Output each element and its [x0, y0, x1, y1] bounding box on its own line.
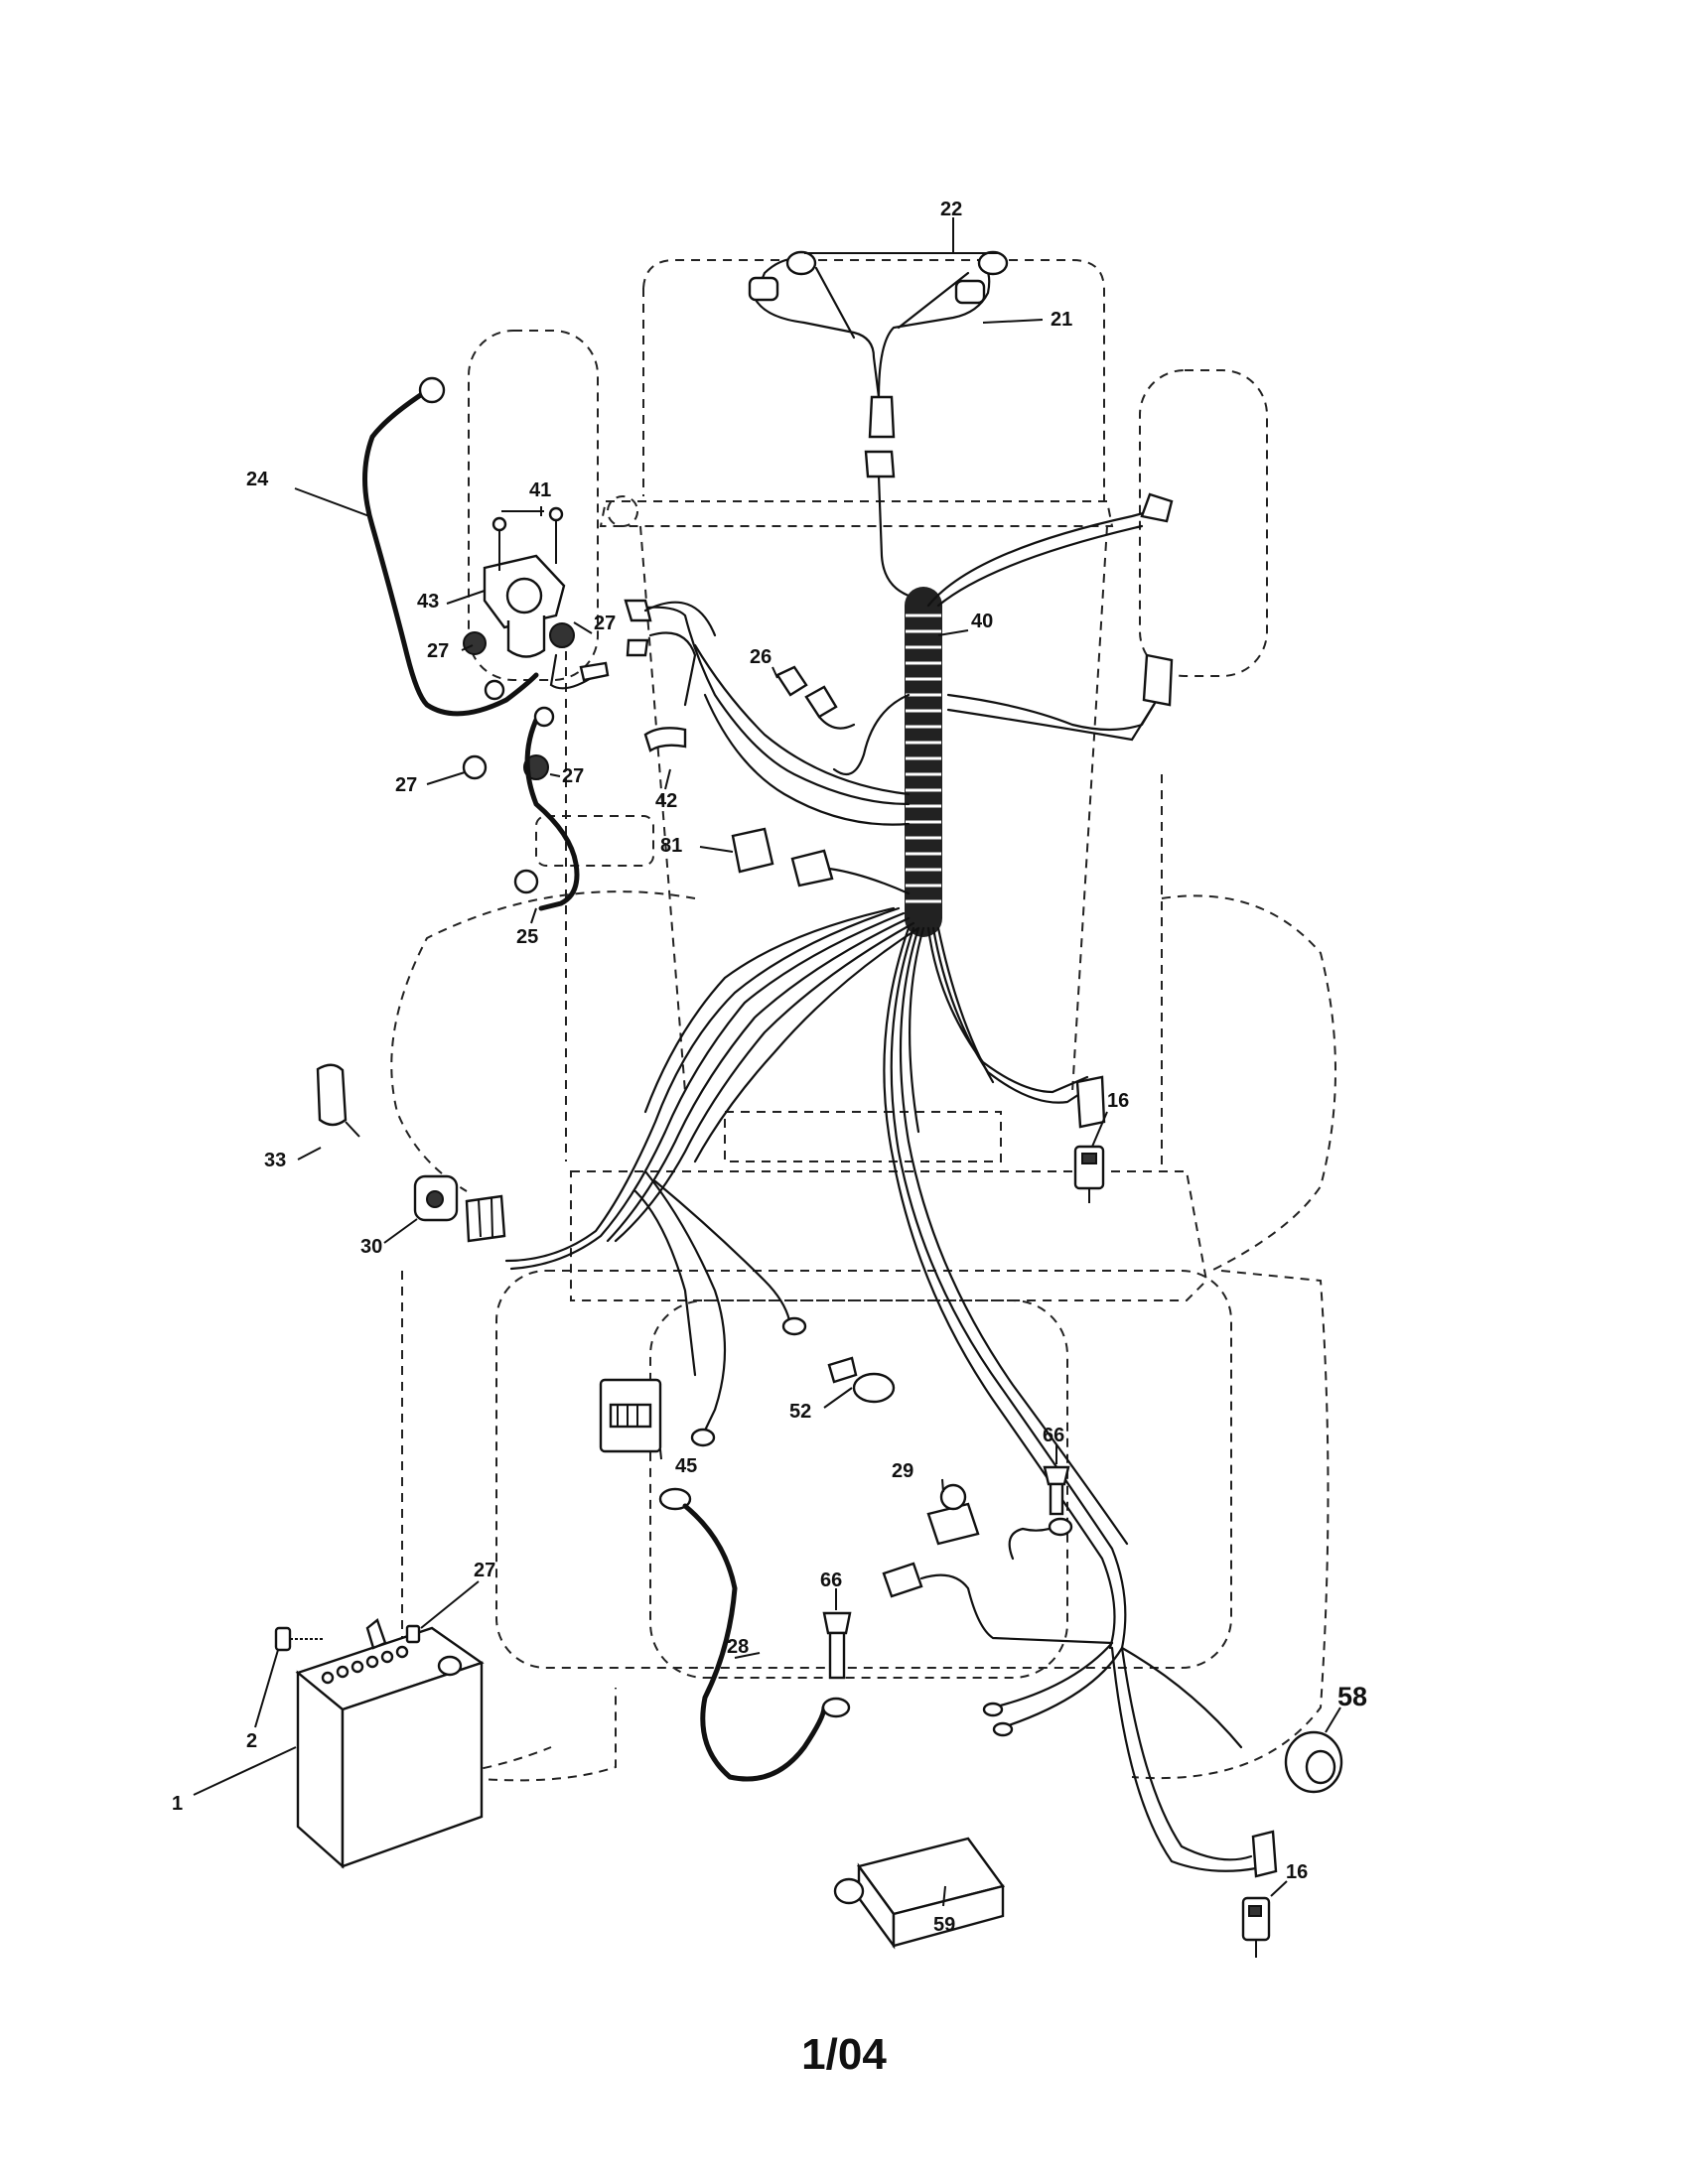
callout-30: 30 — [360, 1236, 382, 1258]
connector-26 — [775, 665, 856, 730]
callout-16-lower: 16 — [1286, 1861, 1308, 1883]
callout-28: 28 — [727, 1636, 749, 1658]
callout-40: 40 — [971, 611, 993, 632]
fuse-52 — [827, 1356, 896, 1404]
module-45 — [599, 1378, 662, 1453]
callout-66-left: 66 — [820, 1570, 842, 1591]
coiled-cord — [882, 1562, 1243, 1749]
headlight-bulb-left — [748, 250, 817, 302]
callout-1: 1 — [172, 1793, 183, 1815]
callout-21: 21 — [1051, 309, 1072, 331]
lower-harness — [504, 906, 1129, 1650]
callout-27-c: 27 — [395, 774, 417, 796]
ring-terminals — [690, 1316, 807, 1447]
harness-coil — [905, 587, 942, 937]
harness-clip-42 — [643, 727, 687, 752]
callout-27-b: 27 — [427, 640, 449, 662]
battery-bolt-2 — [274, 1626, 323, 1652]
ignition-switch-30 — [413, 1174, 506, 1243]
callout-26: 26 — [750, 646, 772, 668]
bolt-66-right — [1008, 1465, 1073, 1561]
callout-27-e: 27 — [474, 1560, 495, 1581]
ground-cable-28 — [658, 1487, 851, 1782]
switch-16-lower — [1110, 1646, 1278, 1958]
headlight-harness — [753, 257, 991, 598]
page-number: 1/04 — [801, 2030, 887, 2079]
callout-leaders — [193, 217, 1341, 1907]
callout-52: 52 — [789, 1401, 811, 1423]
callout-41: 41 — [529, 479, 551, 501]
callout-27-d: 27 — [562, 765, 584, 787]
callout-43: 43 — [417, 591, 439, 613]
callout-66-right: 66 — [1043, 1425, 1064, 1446]
callout-22: 22 — [940, 199, 962, 220]
battery-1 — [295, 1618, 485, 1869]
solenoid-bolts — [491, 506, 564, 571]
callout-58: 58 — [1337, 1682, 1367, 1711]
callout-59: 59 — [933, 1914, 955, 1936]
solenoid — [483, 554, 575, 658]
headlight-bulb-right — [954, 250, 1009, 305]
callout-24: 24 — [246, 469, 269, 490]
hex-nuts — [462, 631, 549, 780]
bolt-66-left — [822, 1611, 852, 1680]
ground-cable-24 — [362, 376, 539, 717]
callout-25: 25 — [516, 926, 538, 948]
pto-connector-58 — [1284, 1730, 1343, 1794]
headlight-connector — [868, 395, 896, 439]
callout-16-upper: 16 — [1107, 1090, 1129, 1112]
small-connectors — [624, 599, 717, 657]
callout-42: 42 — [655, 790, 677, 812]
battery-cable-25 — [484, 653, 610, 911]
switch-16-upper — [1073, 1075, 1106, 1203]
callout-27-a: 27 — [594, 613, 616, 634]
seat-switch-29 — [926, 1483, 980, 1546]
callout-labels: 22 21 24 41 43 27 27 27 27 25 26 40 42 8… — [172, 199, 1367, 1936]
callout-29: 29 — [892, 1460, 913, 1482]
relay-81 — [731, 827, 911, 895]
harness-wires-upper — [643, 492, 1174, 826]
battery-nut-27 — [405, 1624, 421, 1644]
module-59 — [833, 1837, 1006, 1950]
callout-81: 81 — [660, 835, 682, 857]
ignition-key-33 — [316, 1063, 360, 1138]
callout-2: 2 — [246, 1730, 257, 1752]
callout-33: 33 — [264, 1150, 286, 1171]
callout-45: 45 — [675, 1455, 697, 1477]
